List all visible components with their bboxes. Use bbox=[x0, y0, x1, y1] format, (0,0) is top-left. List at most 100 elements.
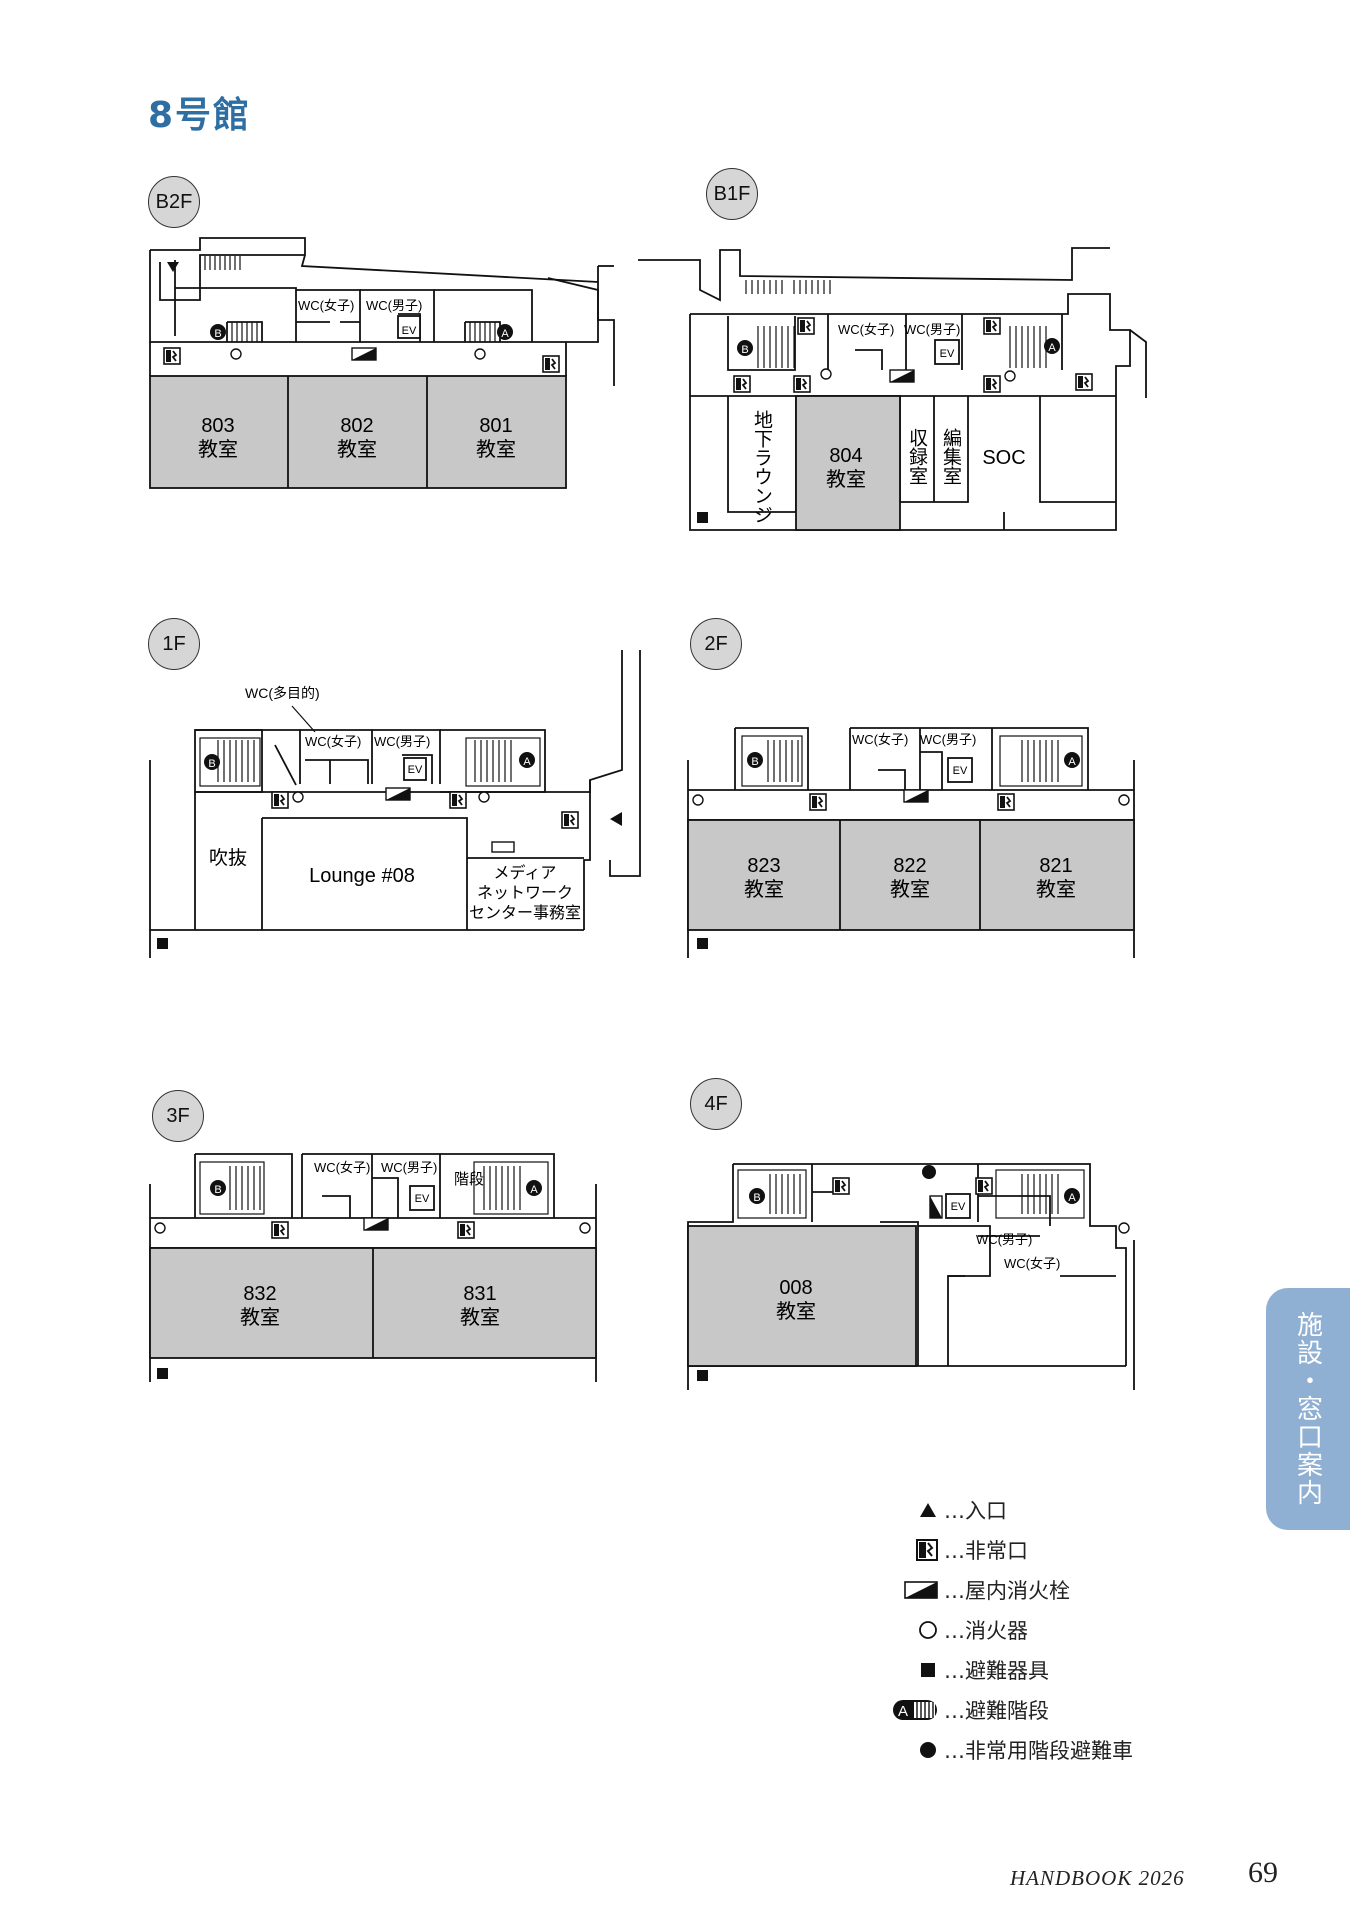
wc-female-label: WC(女子) bbox=[314, 1160, 370, 1175]
emergency-exit-icon bbox=[163, 347, 181, 365]
wc-male-label: WC(男子) bbox=[381, 1160, 437, 1175]
evacuation-equipment-icon bbox=[697, 938, 708, 949]
svg-text:A: A bbox=[1068, 1192, 1076, 1204]
svg-text:教室: 教室 bbox=[460, 1305, 500, 1329]
evacuation-equipment-icon bbox=[157, 1368, 168, 1379]
plan-1f bbox=[149, 650, 641, 958]
legend-equipment: …避難器具 bbox=[876, 1650, 1176, 1690]
wc-female-label: WC(女子) bbox=[298, 298, 354, 313]
legend-exit-text: …非常口 bbox=[944, 1539, 1028, 1563]
legend-extinguisher: …消火器 bbox=[876, 1610, 1176, 1650]
stairs-label: 階段 bbox=[454, 1170, 484, 1188]
legend-stairs-text: …避難階段 bbox=[944, 1699, 1049, 1723]
extinguisher-icon bbox=[1004, 370, 1016, 382]
elevator-label: EV bbox=[940, 348, 955, 360]
legend-hydrant: …屋内消火栓 bbox=[876, 1570, 1176, 1610]
extinguisher-circle-icon bbox=[919, 1621, 937, 1639]
svg-text:B: B bbox=[751, 756, 758, 768]
marker-b-icon bbox=[747, 752, 763, 768]
elevator-label: EV bbox=[953, 765, 968, 777]
recording-room-label: 収録室 bbox=[906, 428, 928, 485]
room-832-number: 832 bbox=[243, 1283, 276, 1305]
page-number: 69 bbox=[1248, 1856, 1278, 1889]
lounge-08-label: Lounge #08 bbox=[309, 865, 415, 887]
emergency-exit-icon bbox=[793, 375, 811, 393]
soc-label: SOC bbox=[982, 447, 1025, 469]
legend-stairs: A …避難階段 bbox=[876, 1690, 1176, 1730]
emergency-exit-icon bbox=[457, 1221, 475, 1239]
emergency-exit-icon bbox=[271, 791, 289, 809]
room-block-2f bbox=[687, 819, 1135, 931]
emergency-exit-icon bbox=[1075, 373, 1093, 391]
marker-a-icon bbox=[519, 752, 535, 768]
entrance-triangle-icon bbox=[920, 1503, 936, 1517]
room-802-type: 教室 bbox=[337, 437, 377, 461]
svg-text:教室: 教室 bbox=[890, 877, 930, 901]
svg-text:A: A bbox=[1068, 756, 1076, 768]
emergency-exit-icon bbox=[983, 375, 1001, 393]
atrium-label: 吹抜 bbox=[209, 847, 247, 869]
room-804-type: 教室 bbox=[826, 467, 866, 491]
wc-male-label: WC(男子) bbox=[976, 1232, 1032, 1247]
extinguisher-icon bbox=[474, 348, 486, 360]
room-block-b2f bbox=[149, 375, 567, 489]
legend-entrance-text: …入口 bbox=[944, 1499, 1007, 1523]
elevator-label: EV bbox=[402, 325, 417, 337]
svg-text:A: A bbox=[1048, 342, 1056, 354]
counter-icon bbox=[491, 841, 515, 853]
room-801-number: 801 bbox=[479, 415, 512, 437]
room-803-type: 教室 bbox=[198, 437, 238, 461]
fire-hydrant-icon bbox=[903, 789, 929, 803]
legend-exit: …非常口 bbox=[876, 1530, 1176, 1570]
marker-a-icon bbox=[497, 324, 513, 340]
emergency-exit-icon bbox=[733, 375, 751, 393]
fire-hydrant-icon bbox=[351, 347, 377, 361]
svg-text:A: A bbox=[898, 1703, 908, 1720]
marker-b-icon bbox=[210, 1180, 226, 1196]
floor-badge-3f: 3F bbox=[152, 1090, 204, 1142]
svg-text:B: B bbox=[741, 344, 748, 356]
legend-entrance: …入口 bbox=[876, 1490, 1176, 1530]
wc-male-label: WC(男子) bbox=[366, 298, 422, 313]
room-008-block bbox=[687, 1225, 917, 1367]
marker-a-icon bbox=[1064, 752, 1080, 768]
side-tab[interactable]: 施設・窓口案内 bbox=[1266, 1288, 1350, 1530]
extinguisher-icon bbox=[820, 368, 832, 380]
room-803-number: 803 bbox=[201, 415, 234, 437]
editing-room-label: 編集室 bbox=[940, 428, 962, 485]
entrance-triangle-icon bbox=[167, 262, 179, 272]
floor-badge-4f: 4F bbox=[690, 1078, 742, 1130]
wc-multipurpose-label: WC(多目的) bbox=[245, 685, 320, 701]
stair-evacuation-chair-icon bbox=[922, 1165, 936, 1179]
media-office-line2: ネットワーク bbox=[477, 883, 573, 902]
extinguisher-icon bbox=[1118, 1222, 1130, 1234]
room-801-type: 教室 bbox=[476, 437, 516, 461]
room-008-number: 008 bbox=[779, 1277, 812, 1299]
svg-text:教室: 教室 bbox=[240, 1305, 280, 1329]
marker-b-icon bbox=[204, 754, 220, 770]
floor-badge-1f: 1F bbox=[148, 618, 200, 670]
svg-text:教室: 教室 bbox=[1036, 877, 1076, 901]
fire-hydrant-icon bbox=[889, 369, 915, 383]
emergency-exit-icon bbox=[542, 355, 560, 373]
svg-text:B: B bbox=[214, 328, 221, 340]
emergency-exit-icon bbox=[832, 1177, 850, 1195]
elevator-label: EV bbox=[415, 1193, 430, 1205]
emergency-exit-icon bbox=[983, 317, 1001, 335]
room-821-number: 821 bbox=[1039, 855, 1072, 877]
svg-text:A: A bbox=[523, 756, 531, 768]
extinguisher-icon bbox=[230, 348, 242, 360]
evacuation-stairs-icon: A bbox=[893, 1700, 937, 1720]
legend-extinguisher-text: …消火器 bbox=[944, 1619, 1028, 1643]
legend-chair-text: …非常用階段避難車 bbox=[944, 1739, 1133, 1763]
evacuation-equipment-icon bbox=[157, 938, 168, 949]
emergency-exit-icon bbox=[271, 1221, 289, 1239]
svg-text:B: B bbox=[208, 758, 215, 770]
marker-b-icon bbox=[210, 324, 226, 340]
wc-female-label: WC(女子) bbox=[305, 734, 361, 749]
elevator-label: EV bbox=[408, 764, 423, 776]
floor-badge-b2f: B2F bbox=[148, 176, 200, 228]
room-823-number: 823 bbox=[747, 855, 780, 877]
evacuation-equipment-icon bbox=[697, 512, 708, 523]
